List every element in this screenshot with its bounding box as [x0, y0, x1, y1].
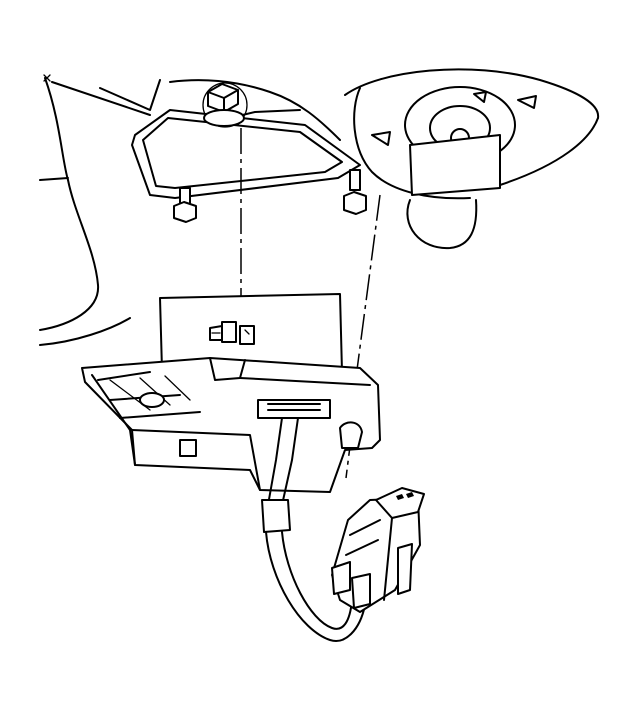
mounting-plate	[131, 82, 361, 199]
blower-motor-resistor	[159, 293, 343, 373]
heater-core-housing	[39, 74, 161, 346]
electrical-connector	[331, 487, 425, 613]
wiring-harness	[261, 417, 366, 642]
resistor-mounting-bracket	[81, 357, 381, 493]
mounting-bolt	[203, 83, 245, 127]
blower-motor-housing	[169, 68, 600, 250]
stud	[173, 169, 367, 223]
